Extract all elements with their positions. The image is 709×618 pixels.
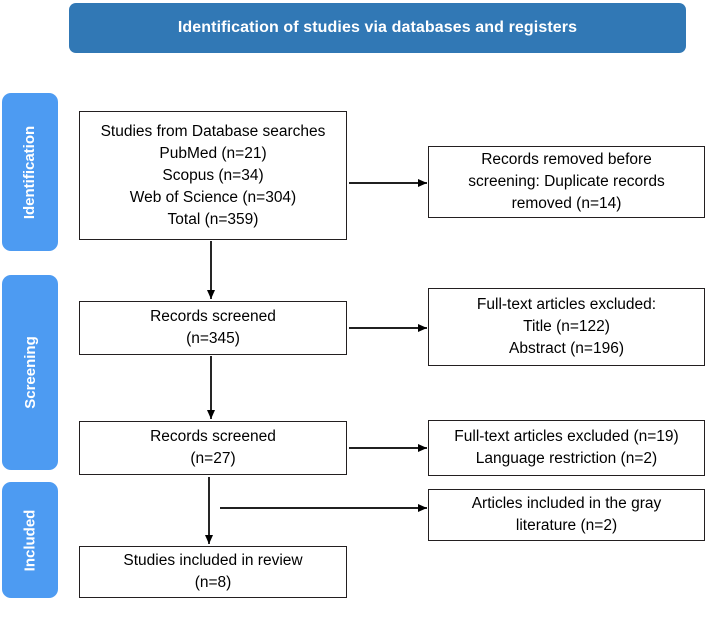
box-line: Full-text articles excluded: (476, 296, 657, 313)
stage-tab-identification: Identification (2, 93, 58, 251)
box-line: Articles included in the gray (471, 495, 662, 512)
box-line: Full-text articles excluded (n=19) (454, 428, 679, 445)
page-title: Identification of studies via databases … (177, 19, 578, 36)
flow-box-duplicates-removed: Records removed before screening: Duplic… (428, 146, 705, 218)
box-line: Studies from Database searches (100, 122, 326, 140)
box-line: (n=27) (190, 450, 236, 467)
diagram-header-banner: Identification of studies via databases … (69, 3, 686, 53)
box-line: screening: Duplicate records (468, 173, 665, 190)
box-line: PubMed (n=21) (159, 144, 267, 162)
box-line: Scopus (n=34) (162, 166, 264, 184)
stage-tab-included: Included (2, 482, 58, 598)
stage-tab-screening: Screening (2, 275, 58, 470)
stage-tab-label: Included (21, 509, 39, 571)
flow-box-database-searches: Studies from Database searches PubMed (n… (79, 111, 347, 240)
box-line: Abstract (n=196) (508, 340, 625, 357)
flow-box-records-screened-2: Records screened (n=27) (79, 421, 347, 475)
stage-tab-label: Screening (21, 336, 39, 409)
box-line: Records screened (150, 308, 276, 325)
box-line: (n=8) (194, 574, 232, 591)
flow-box-records-screened-1: Records screened (n=345) (79, 301, 347, 355)
box-line: Web of Science (n=304) (129, 188, 297, 206)
box-line: literature (n=2) (515, 517, 618, 534)
box-line: removed (n=14) (511, 195, 622, 212)
box-line: Title (n=122) (523, 318, 610, 335)
box-line: Total (n=359) (167, 210, 259, 228)
flow-box-studies-included: Studies included in review (n=8) (79, 546, 347, 598)
box-line: (n=345) (186, 330, 240, 347)
box-line: Records screened (150, 428, 276, 445)
box-line: Records removed before (481, 151, 652, 168)
stage-tab-label: Identification (21, 125, 39, 219)
box-line: Language restriction (n=2) (475, 450, 658, 467)
flow-box-fulltext-excluded-2: Full-text articles excluded (n=19) Langu… (428, 420, 705, 476)
flow-box-gray-literature: Articles included in the gray literature… (428, 489, 705, 541)
box-line: Studies included in review (123, 552, 303, 569)
flow-box-fulltext-excluded-1: Full-text articles excluded: Title (n=12… (428, 288, 705, 366)
